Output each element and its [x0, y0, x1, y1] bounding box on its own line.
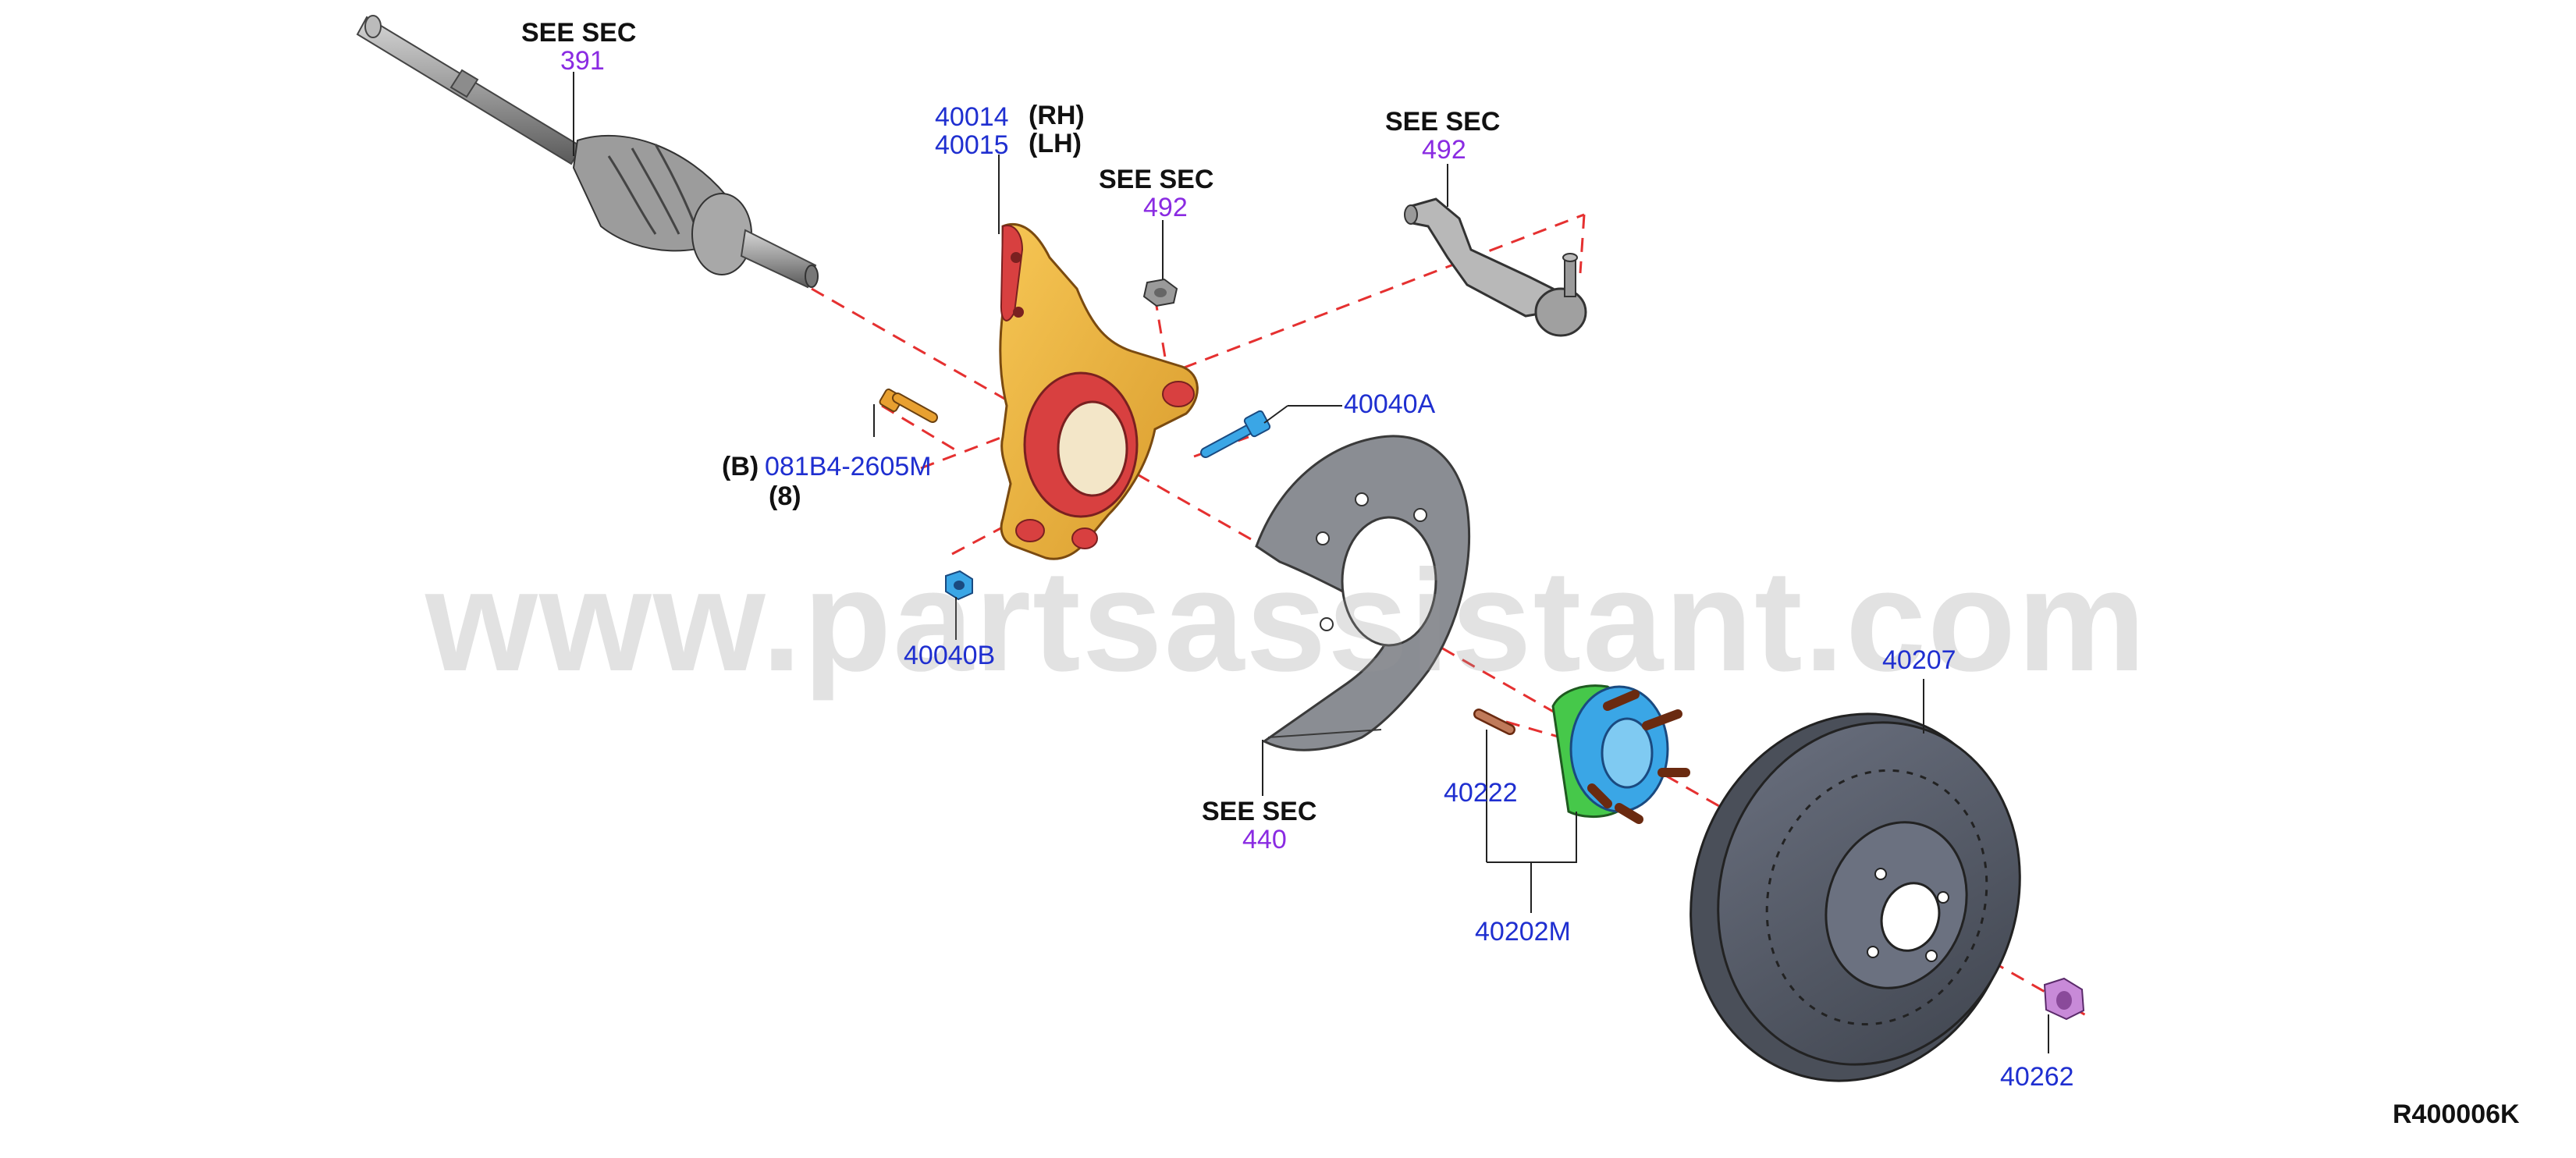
knuckle-bolt-part-link[interactable]: 081B4-2605M [765, 452, 932, 481]
disc-rotor [1690, 712, 2021, 1082]
knuckle-bolt-qty: (8) [769, 481, 801, 511]
knuckle-lh-tag: (LH) [1029, 129, 1082, 158]
watermark: www.partsassistant.com [425, 541, 2148, 702]
figure-code: R400006K [2393, 1099, 2520, 1129]
knuckle-lh-part-link[interactable]: 40015 [935, 130, 1009, 160]
driveshaft-see-sec: SEE SEC [521, 18, 637, 48]
tie-rod-end [1404, 197, 1587, 337]
knuckle-rh-part-link[interactable]: 40014 [935, 102, 1009, 132]
hub-assembly [1551, 684, 1690, 824]
lower-nut-blue [945, 570, 973, 601]
knuckle-bolt-orange [879, 388, 938, 423]
tie-rod-see-sec: SEE SEC [1385, 107, 1501, 137]
lower-nut-part-link[interactable]: 40040B [904, 641, 996, 670]
knuckle-rh-tag: (RH) [1029, 101, 1085, 130]
baffle-plate [1255, 435, 1471, 751]
baffle-sec-link[interactable]: 440 [1242, 825, 1287, 854]
hub-bolt-part-link[interactable]: 40222 [1444, 778, 1518, 808]
steering-knuckle [999, 222, 1199, 560]
upper-bolt-blue [1200, 410, 1271, 458]
knuckle-nut-see-sec: SEE SEC [1099, 165, 1214, 194]
upper-bolt-part-link[interactable]: 40040A [1344, 389, 1436, 419]
knuckle-nut-top [1142, 278, 1178, 307]
driveshaft-sec-link[interactable]: 391 [560, 46, 605, 76]
driveshaft [356, 15, 819, 289]
knuckle-nut-sec-link[interactable]: 492 [1143, 193, 1188, 222]
knuckle-bolt-prefix: (B) [722, 452, 759, 481]
baffle-see-sec: SEE SEC [1202, 797, 1317, 826]
hub-assembly-part-link[interactable]: 40202M [1475, 917, 1571, 947]
disc-rotor-part-link[interactable]: 40207 [1882, 645, 1956, 675]
hub-nut-part-link[interactable]: 40262 [2000, 1062, 2074, 1092]
leader-lines [573, 72, 2049, 1053]
tie-rod-sec-link[interactable]: 492 [1422, 135, 1466, 165]
hub-nut [2043, 977, 2085, 1021]
hub-bolt [1473, 709, 1515, 735]
